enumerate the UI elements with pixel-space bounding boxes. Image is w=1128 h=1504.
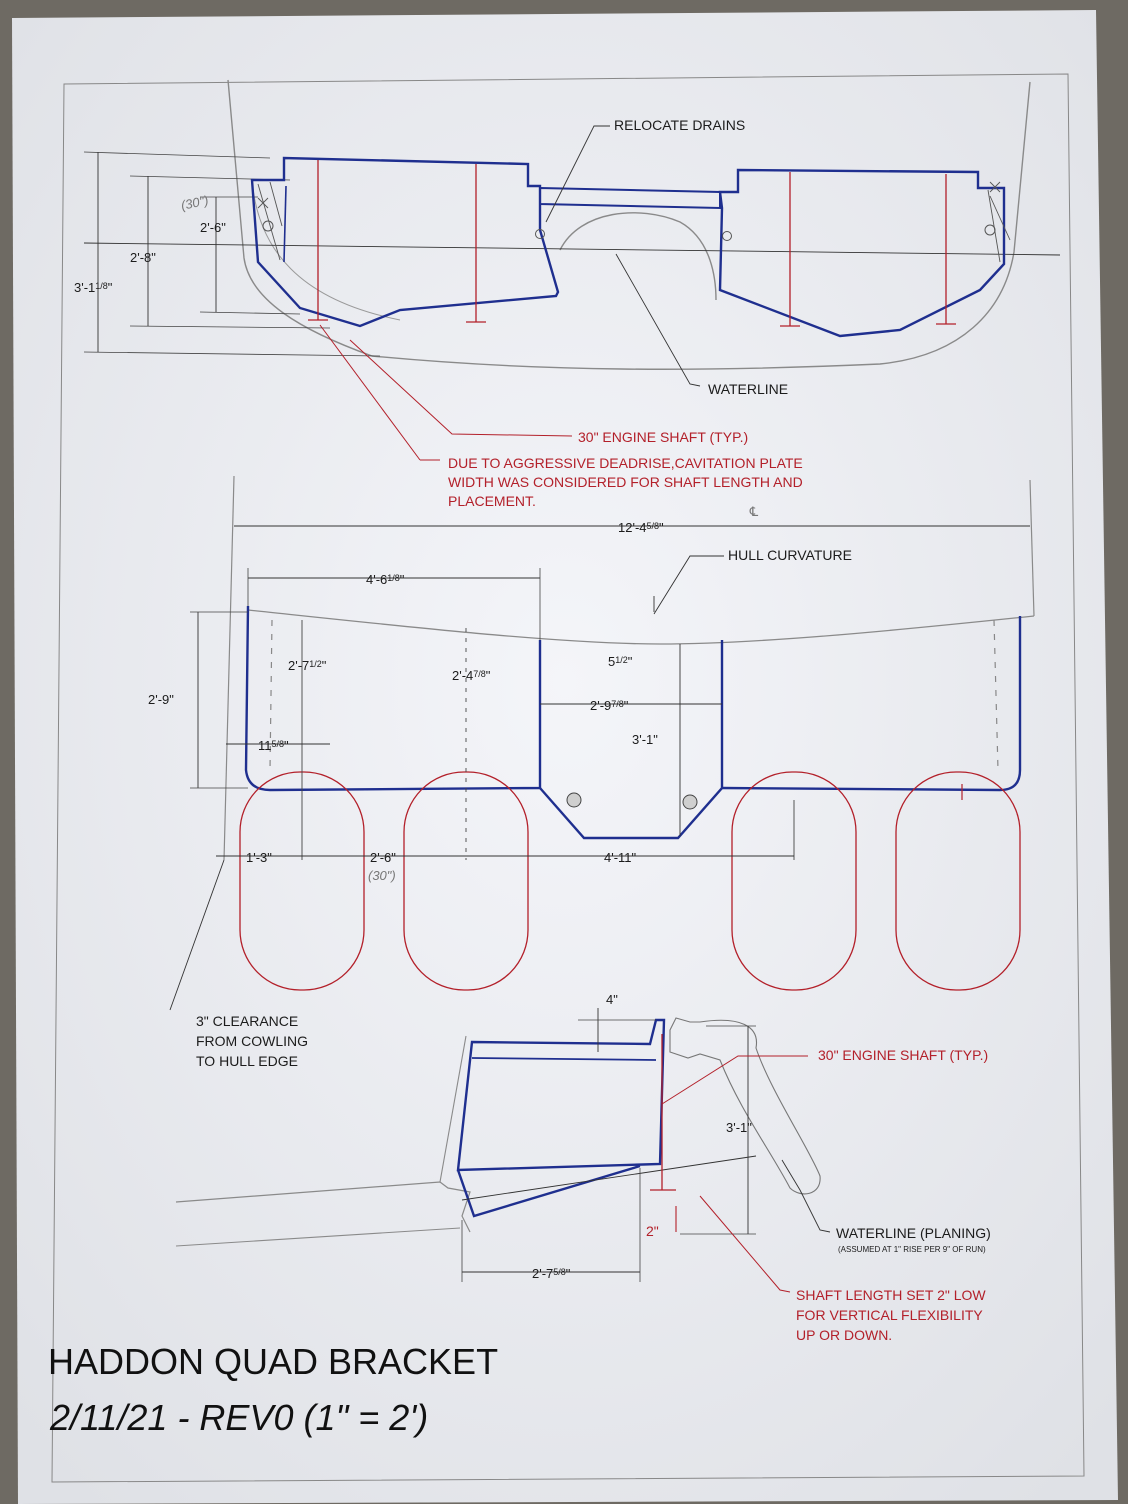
rear-pencil-marks xyxy=(257,181,1011,263)
dim-curve-drop: 51/2" xyxy=(608,654,633,669)
dim-center-depth: 3'-1" xyxy=(632,732,658,747)
side-hull-bottom xyxy=(175,1181,471,1233)
dim-inset: 115/8" xyxy=(258,738,289,753)
note-planing-assumption: (ASSUMED AT 1" RISE PER 9" OF RUN) xyxy=(838,1245,986,1254)
top-bracket-left xyxy=(244,605,542,792)
hull-edge-right xyxy=(1029,479,1035,617)
dim-height-b: 2'-47/8" xyxy=(452,668,491,683)
rear-ext-bottom xyxy=(83,351,381,357)
note-shaft-1: SHAFT LENGTH SET 2" LOW xyxy=(796,1287,986,1303)
rear-view xyxy=(83,79,1061,461)
centerline-mark: ℄ xyxy=(748,504,760,519)
side-view xyxy=(175,1008,831,1293)
note-deadrise-1: DUE TO AGGRESSIVE DEADRISE,CAVITATION PL… xyxy=(448,455,803,471)
sheet-border xyxy=(51,73,1085,1483)
dim-height-a: 2'-71/2" xyxy=(288,658,327,673)
dim-left-width: 4'-61/8" xyxy=(366,572,405,587)
waterline-planing-leader xyxy=(781,1159,831,1233)
note-clearance-1: 3" CLEARANCE xyxy=(196,1013,298,1029)
engine-cowlings xyxy=(239,771,1021,991)
dim-outer-height: 2'-9" xyxy=(148,692,174,707)
rear-waterline xyxy=(83,242,1061,256)
rear-engine-shafts xyxy=(308,160,956,327)
rear-hull-outline xyxy=(227,79,1031,370)
engine-sketch xyxy=(669,1017,821,1195)
note-hull-curvature: HULL CURVATURE xyxy=(728,547,852,563)
side-bracket-plate xyxy=(456,1164,641,1218)
drawing-title: HADDON QUAD BRACKET xyxy=(48,1341,498,1382)
drawing-revision: 2/11/21 - REV0 (1" = 2') xyxy=(49,1397,428,1438)
pencil-dash-right xyxy=(993,619,999,771)
dim-span-c: 4'-11" xyxy=(604,850,637,865)
dim-side-length: 2'-75/8" xyxy=(532,1266,571,1281)
rear-bracket-right xyxy=(718,168,1006,338)
top-view xyxy=(169,475,1035,1011)
hole-right xyxy=(682,794,698,810)
rear-drain-right xyxy=(722,231,732,241)
dim-rear-d1: 2'-6" xyxy=(200,220,226,235)
top-centerlines xyxy=(301,620,795,860)
hole-left xyxy=(566,792,582,808)
note-relocate-drains: RELOCATE DRAINS xyxy=(614,117,745,133)
dim-top-step: 4" xyxy=(606,992,618,1007)
note-waterline-planing: WATERLINE (PLANING) xyxy=(836,1225,991,1241)
pencil-dash-left xyxy=(269,619,273,771)
dim-span-a: 1'-3" xyxy=(246,850,272,865)
hull-curvature-leader xyxy=(653,555,724,615)
clearance-leader xyxy=(169,859,225,1011)
note-shaft-3: UP OR DOWN. xyxy=(796,1327,892,1343)
dim-overall: 12'-45/8" xyxy=(618,520,664,535)
note-deadrise-3: PLACEMENT. xyxy=(448,493,536,509)
rear-bracket-left xyxy=(250,156,560,328)
dim-rear-d3: 3'-11/8" xyxy=(74,280,113,295)
cowling-3 xyxy=(731,771,857,991)
rear-handwritten-30: (30") xyxy=(180,192,210,212)
rear-ext-lower xyxy=(199,311,301,315)
rear-ext-top xyxy=(83,151,271,159)
note-clearance-2: FROM COWLING xyxy=(196,1033,308,1049)
shaft-low-leader xyxy=(699,1195,791,1293)
dim-center-width: 2'-97/8" xyxy=(590,698,629,713)
rear-ext-low xyxy=(129,325,331,329)
note-side-engine-shaft: 30" ENGINE SHAFT (TYP.) xyxy=(818,1047,988,1063)
note-clearance-3: TO HULL EDGE xyxy=(196,1053,298,1069)
side-shaft-leader xyxy=(661,1055,808,1105)
rear-bolt-left xyxy=(262,220,274,232)
note-shaft-2: FOR VERTICAL FLEXIBILITY xyxy=(796,1307,983,1323)
deadrise-leader xyxy=(319,324,421,461)
hull-transom-curve xyxy=(247,609,1035,645)
dim-shaft-height: 3'-1" xyxy=(726,1120,752,1135)
cowling-4 xyxy=(895,771,1021,991)
rear-hull-inner-left xyxy=(251,179,401,321)
rear-tunnel-curve xyxy=(559,212,717,301)
drain-leader xyxy=(545,125,610,223)
hull-edge-left xyxy=(223,475,235,861)
labels: RELOCATE DRAINS WATERLINE 30" ENGINE SHA… xyxy=(48,117,991,1438)
top-handwritten-30: (30") xyxy=(368,868,396,883)
note-deadrise-2: WIDTH WAS CONSIDERED FOR SHAFT LENGTH AN… xyxy=(448,474,803,490)
rear-bracket-left-inner xyxy=(283,185,287,263)
side-bracket-top xyxy=(471,1057,657,1061)
side-planing-waterline xyxy=(461,1155,757,1201)
shaft-leader xyxy=(349,339,573,437)
dim-rear-d2: 2'-8" xyxy=(130,250,156,265)
dim-low-set: 2" xyxy=(646,1223,659,1239)
dim-span-b: 2'-6" xyxy=(370,850,396,865)
side-transom-gray xyxy=(439,1035,467,1183)
note-engine-shaft: 30" ENGINE SHAFT (TYP.) xyxy=(578,429,748,445)
waterline-leader xyxy=(615,253,701,387)
side-waterline-hull xyxy=(175,1227,461,1247)
paper-sheet xyxy=(12,10,1118,1504)
rear-bracket-bridge xyxy=(539,186,721,210)
rear-drain-left xyxy=(535,229,545,239)
note-waterline: WATERLINE xyxy=(708,381,788,397)
top-bracket-right xyxy=(721,616,1022,792)
